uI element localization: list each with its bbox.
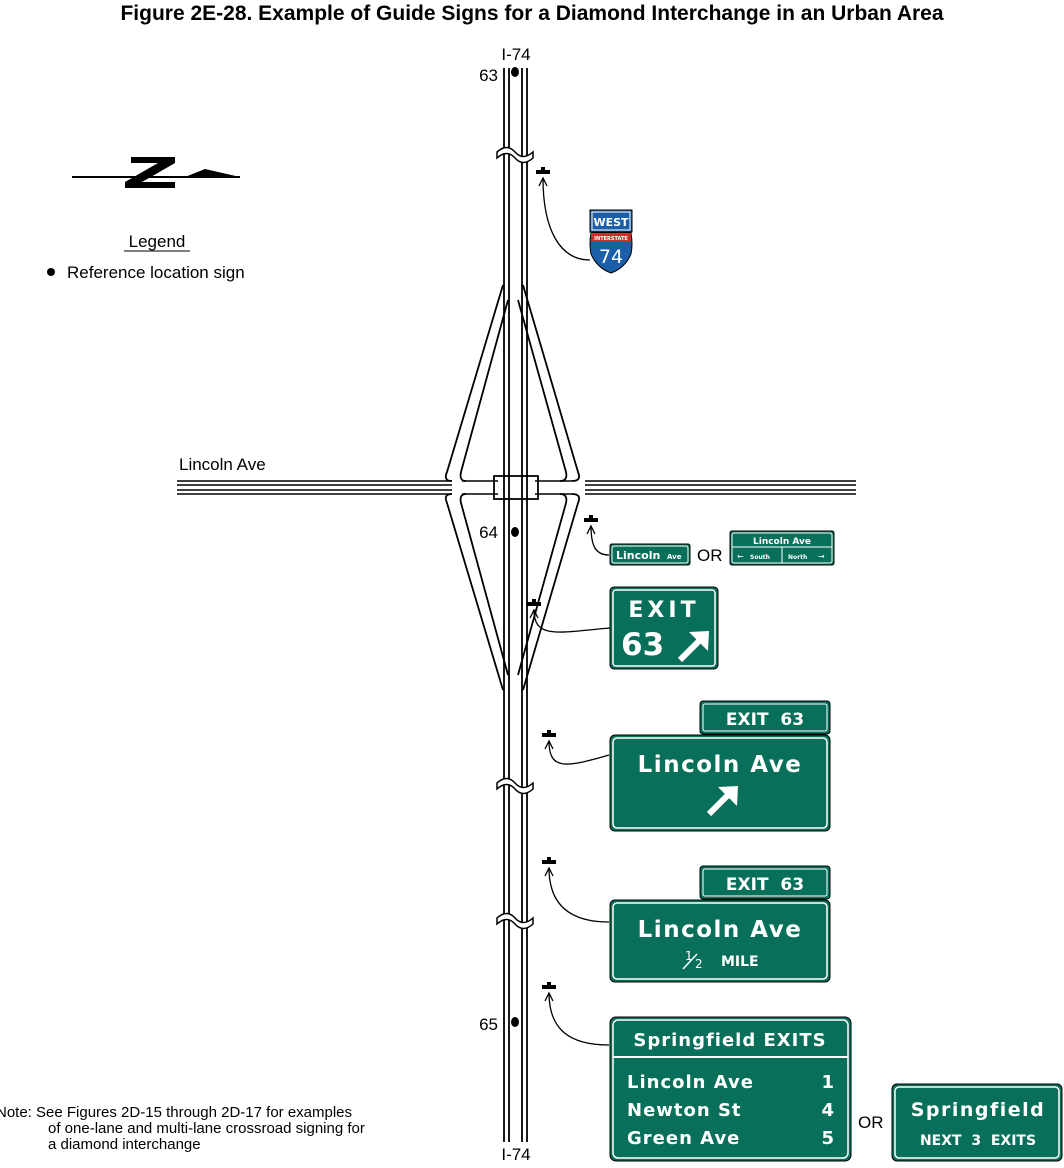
exit-gore-sign: EXIT 63 — [609, 586, 719, 670]
community-row-name: Green Ave — [627, 1128, 740, 1149]
exit-word: EXIT — [628, 598, 699, 623]
sign-locations — [527, 167, 611, 1046]
sign-location-icon — [527, 599, 541, 606]
community-row-name: Newton St — [627, 1100, 742, 1121]
arrow-up-right-icon — [706, 786, 738, 817]
reference-marker-icon — [511, 1017, 519, 1027]
shield-number: 74 — [599, 246, 623, 268]
sign-location-icon — [542, 982, 556, 989]
crossroad — [177, 480, 856, 495]
legend-bullet-icon — [47, 268, 55, 276]
freeway-mainline — [503, 68, 528, 1142]
shield-band: INTERSTATE — [594, 236, 628, 242]
legend-heading: Legend — [129, 232, 186, 251]
crossroad-directional-sign: Lincoln Ave ← South North → — [729, 530, 835, 566]
alt-left: South — [750, 554, 770, 561]
milepost-65: 65 — [479, 1015, 498, 1034]
left-arrow-icon: ← — [737, 552, 744, 561]
arrow-up-right-icon — [677, 631, 709, 663]
alt-header: Lincoln Ave — [753, 537, 811, 547]
route-label-top: I-74 — [501, 45, 530, 64]
distance-unit: MILE — [721, 954, 759, 970]
note: Note: See Figures 2D-15 through 2D-17 fo… — [0, 1105, 420, 1153]
alt-right: North — [788, 554, 807, 561]
figure-title: Figure 2E-28. Example of Guide Signs for… — [120, 2, 943, 25]
exit-number: 63 — [621, 627, 664, 663]
community-row-dist: 5 — [821, 1128, 834, 1149]
sign-location-icon — [536, 167, 550, 174]
springfield-name: Springfield — [911, 1099, 1046, 1121]
advance-guide-sign-2: EXIT 63 Lincoln Ave 1 2 MILE — [609, 865, 831, 983]
advance-2-destination: Lincoln Ave — [638, 917, 803, 943]
note-line-1: Note: See Figures 2D-15 through 2D-17 fo… — [0, 1104, 353, 1121]
break-marks — [496, 146, 534, 930]
reference-marker-icon — [511, 67, 519, 77]
legend-item: Reference location sign — [67, 263, 245, 282]
springfield-next-exits-sign: Springfield NEXT 3 EXITS — [891, 1083, 1063, 1162]
community-header: Springfield EXITS — [633, 1030, 826, 1051]
advance-guide-sign-1: EXIT 63 Lincoln Ave — [609, 700, 831, 832]
community-row-name: Lincoln Ave — [627, 1072, 754, 1093]
community-row-dist: 1 — [821, 1072, 834, 1093]
reference-location-signs: 63 64 65 — [479, 66, 519, 1034]
exit-tab-2: EXIT 63 — [726, 875, 804, 895]
reference-marker-icon — [511, 527, 519, 537]
ramps — [444, 284, 581, 691]
street-suffix: Ave — [667, 553, 682, 561]
route-label-bottom: I-74 — [501, 1145, 530, 1164]
milepost-63: 63 — [479, 66, 498, 85]
fraction-numerator: 1 — [685, 949, 693, 963]
sign-location-icon — [542, 857, 556, 864]
north-arrow-icon — [72, 157, 240, 188]
exit-tab-1: EXIT 63 — [726, 710, 804, 730]
shield-cardinal: WEST — [593, 216, 629, 229]
note-line-2: of one-lane and multi-lane crossroad sig… — [48, 1120, 365, 1137]
or-label-1: OR — [697, 546, 723, 565]
community-row-dist: 4 — [821, 1100, 834, 1121]
sign-location-icon — [542, 730, 556, 737]
milepost-64: 64 — [479, 523, 498, 542]
street-name: Lincoln — [616, 549, 660, 562]
right-arrow-icon: → — [818, 552, 825, 561]
street-name-sign: Lincoln Ave — [609, 543, 691, 566]
advance-1-destination: Lincoln Ave — [638, 752, 803, 778]
next-exits-line: NEXT 3 EXITS — [920, 1133, 1036, 1149]
community-interchange-sign: Springfield EXITS Lincoln Ave 1 Newton S… — [609, 1016, 852, 1162]
fraction-denominator: 2 — [695, 957, 703, 971]
sign-location-icon — [584, 515, 598, 522]
overpass — [493, 475, 539, 500]
crossroad-label: Lincoln Ave — [179, 455, 266, 474]
note-line-3: a diamond interchange — [48, 1136, 201, 1153]
interstate-shield-sign: WEST INTERSTATE 74 — [589, 209, 633, 274]
or-label-2: OR — [858, 1113, 884, 1132]
